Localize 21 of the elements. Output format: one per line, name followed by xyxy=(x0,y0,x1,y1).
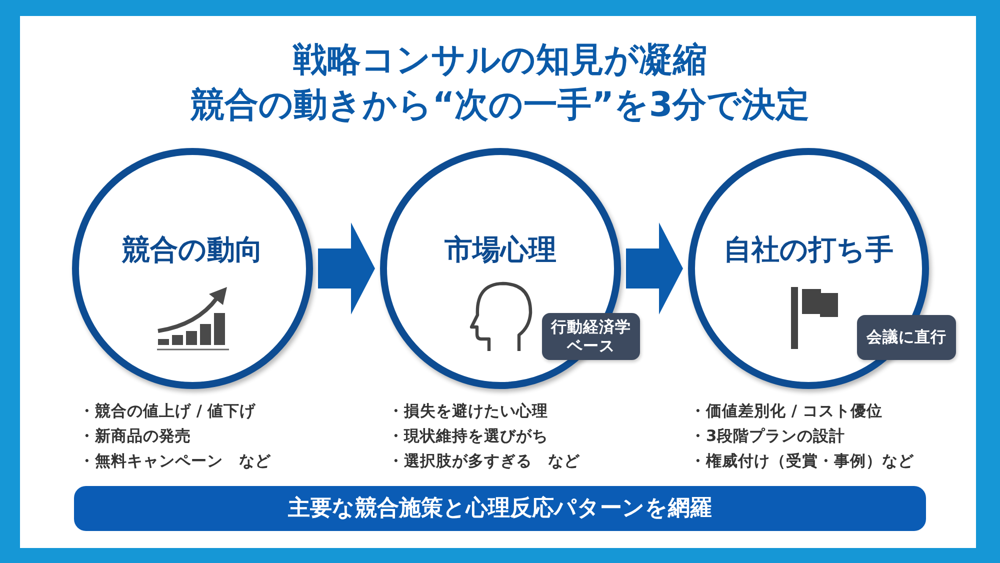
step-heading: 競合の動向 xyxy=(122,233,263,267)
block-arrow xyxy=(318,222,375,314)
step-heading: 自社の打ち手 xyxy=(724,233,894,267)
bullet-item: ・現状維持を選びがち xyxy=(388,426,548,447)
tag-badge xyxy=(857,315,956,360)
bullet-item: ・競合の値上げ / 値下げ xyxy=(79,401,256,422)
bullet-item: ・無料キャンペーン など xyxy=(79,451,271,472)
step-heading: 市場心理 xyxy=(444,233,556,267)
bullet-item: ・3段階プランの設計 xyxy=(690,426,845,447)
bullet-item: ・選択肢が多すぎる など xyxy=(388,451,580,472)
badge-label: 会議に直行 xyxy=(866,328,946,347)
banner-text: 主要な競合施策と心理反応パターンを網羅 xyxy=(288,494,712,522)
bullet-item: ・権威付け（受賞・事例）など xyxy=(690,451,914,472)
bullet-item: ・価値差別化 / コスト優位 xyxy=(690,401,882,422)
summary-banner xyxy=(74,486,926,531)
bullet-item: ・新商品の発売 xyxy=(79,426,191,447)
bullet-item: ・損失を避けたい心理 xyxy=(388,401,548,422)
badge-label: 行動経済学ベース xyxy=(550,318,632,356)
block-arrow xyxy=(626,222,683,314)
title-heading: 戦略コンサルの知見が凝縮競合の動きから“次の一手”を3分で決定 xyxy=(190,39,810,127)
tag-badge xyxy=(542,313,640,360)
